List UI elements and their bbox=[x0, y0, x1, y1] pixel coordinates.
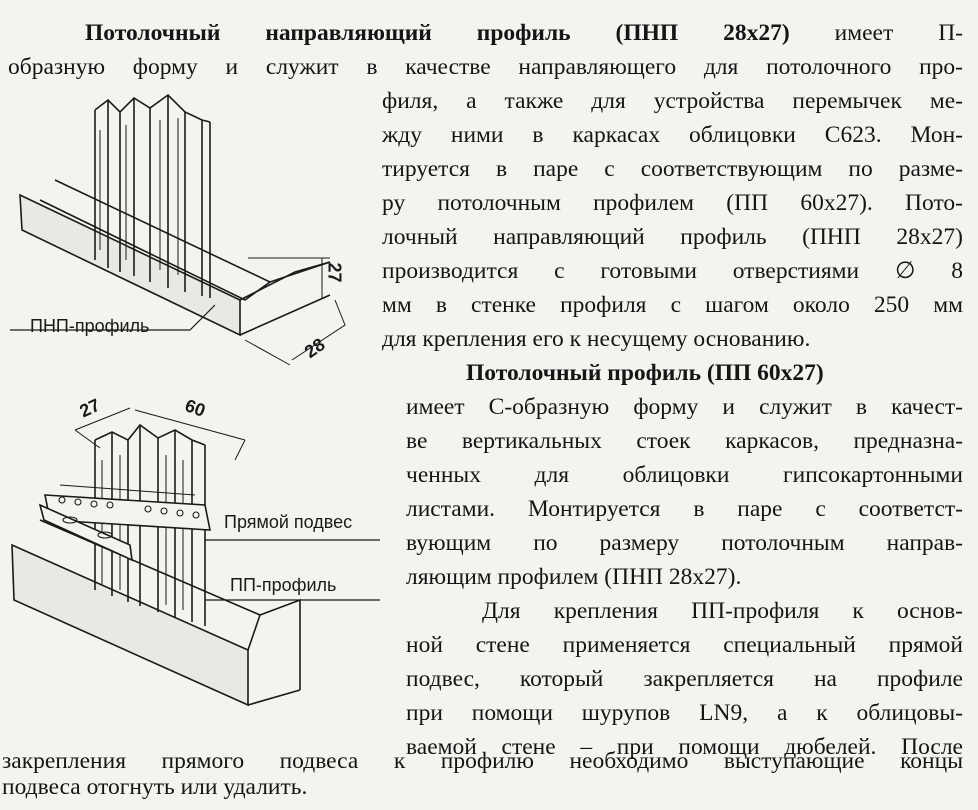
straight-hanger-label: Прямой подвес bbox=[224, 512, 353, 532]
text-line: для крепления его к несущему основанию. bbox=[382, 326, 811, 352]
text-line: закрепления прямого подвеса к профилю не… bbox=[2, 748, 963, 774]
text-line: ченных для облицовки гипсокартонными bbox=[406, 462, 963, 488]
text-line: лочный направляющий профиль (ПНП 28x27) bbox=[382, 224, 963, 250]
text-line: мм в стенке профиля с шагом около 250 мм bbox=[382, 292, 963, 318]
pnp-height-dimension: 27 bbox=[324, 262, 345, 283]
text-line: Для крепления ПП-профиля к основ- bbox=[482, 598, 963, 624]
text-line: Потолочный профиль (ПП 60x27) bbox=[466, 360, 824, 386]
text-line: листами. Монтируется в паре с соответст- bbox=[406, 496, 963, 522]
text-line: ваемой стене – при помощи дюбелей. После bbox=[406, 734, 963, 760]
pnp-profile-label: ПНП-профиль bbox=[30, 316, 150, 336]
text-line: ной стене применяется специальный прямой bbox=[406, 632, 963, 658]
text-line: ру потолочным профилем (ПП 60x27). Пото- bbox=[382, 190, 963, 216]
text-line: подвеса отогнуть или удалить. bbox=[2, 774, 308, 800]
text-line: филя, а также для устройства перемычек м… bbox=[382, 88, 963, 114]
text-line: Потолочный направляющий профиль (ПНП 28x… bbox=[85, 20, 963, 46]
figure-pp-profile bbox=[11, 407, 380, 707]
text-line: ляющим профилем (ПНП 28x27). bbox=[406, 564, 742, 590]
text-line: подвес, который закрепляется на профиле bbox=[406, 666, 963, 692]
text-line: имеет С-образную форму и служит в качест… bbox=[406, 394, 963, 420]
text-line: жду ними в каркасах облицовки С623. Мон- bbox=[382, 122, 963, 148]
text-line: вующим по размеру потолочным направ- bbox=[406, 530, 963, 556]
text-line: тируется в паре с соответствующим по раз… bbox=[382, 156, 963, 182]
text-line: образную форму и служит в качестве напра… bbox=[8, 54, 963, 80]
pp-profile-label: ПП-профиль bbox=[230, 575, 337, 595]
text-line: производится с готовыми отверстиями ∅ 8 bbox=[382, 258, 963, 284]
text-line: ве вертикальных стоек каркасов, предназн… bbox=[406, 428, 963, 454]
text-line: при помощи шурупов LN9, а к облицовы- bbox=[406, 700, 963, 726]
